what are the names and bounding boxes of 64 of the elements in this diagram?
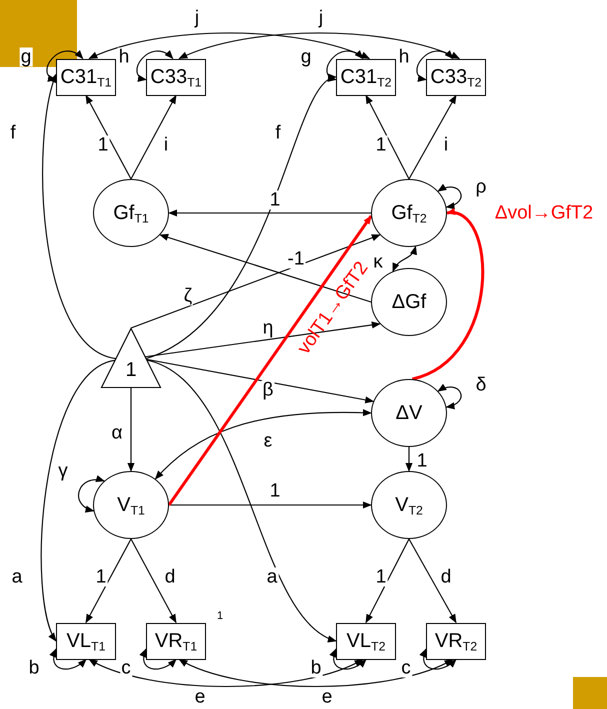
arrow: [40, 360, 116, 642]
double-headed-arrow: [136, 50, 174, 80]
arrow: [146, 360, 337, 642]
latent-ellipse: V$_{T2}$: [371, 471, 447, 539]
arrow: [146, 76, 337, 360]
measure-box: C33$_{T1}$: [146, 58, 206, 96]
edge-label: 1: [268, 190, 282, 210]
double-headed-arrow: [330, 648, 367, 670]
measure-box: C31$_{T2}$: [336, 58, 396, 96]
latent-ellipse: V$_{T1}$: [93, 471, 169, 539]
double-headed-arrow: [178, 659, 454, 687]
measure-box: C33$_{T2}$: [426, 58, 486, 96]
double-headed-arrow: [420, 648, 457, 670]
double-headed-arrow: [46, 50, 84, 80]
arrow: [127, 388, 135, 472]
latent-ellipse: ΔV: [371, 379, 447, 447]
arrow: [408, 538, 456, 624]
arrow: [412, 210, 484, 381]
arrow: [169, 501, 372, 509]
measure-box: VL$_{T1}$: [56, 622, 116, 660]
measure-box: C31$_{T1}$: [56, 58, 116, 96]
arrow: [168, 209, 371, 217]
edge-label: 1: [374, 568, 388, 586]
edge-label: j: [194, 8, 200, 28]
double-headed-arrow: [178, 32, 460, 59]
arrow: [168, 215, 372, 506]
arrow: [405, 447, 413, 472]
arrow: [42, 74, 116, 360]
double-headed-arrow: [140, 648, 177, 670]
arrow: [145, 321, 381, 358]
latent-ellipse: ΔGf: [371, 268, 447, 336]
double-headed-arrow: [88, 659, 364, 687]
double-headed-arrow: [50, 648, 87, 670]
double-headed-arrow: [392, 246, 416, 272]
arrow: [146, 358, 374, 404]
note-number: 1: [217, 611, 224, 622]
latent-ellipse: Gf$_{T1}$: [93, 179, 169, 247]
arrow: [130, 234, 381, 329]
edge-label: ζ: [182, 286, 194, 306]
measure-box: VL$_{T2}$: [336, 622, 396, 660]
double-headed-arrow: [78, 476, 106, 512]
edge-label: b: [310, 658, 322, 678]
arrow: [130, 538, 176, 624]
edge-label: j: [318, 8, 324, 28]
latent-ellipse: Gf$_{T2}$: [371, 179, 447, 247]
arrow: [86, 538, 132, 624]
arrow: [366, 94, 410, 180]
arrow: [130, 94, 176, 180]
arrow: [408, 94, 456, 180]
measure-box: VR$_{T1}$: [146, 622, 206, 660]
double-headed-arrow: [88, 32, 370, 59]
constant-triangle: 1: [101, 328, 161, 388]
arrow: [86, 94, 132, 180]
edge-label: 1: [94, 568, 108, 586]
arrow: [366, 538, 410, 624]
edge-label: β: [262, 380, 274, 400]
arrow: [159, 234, 372, 303]
double-headed-arrow: [416, 50, 454, 80]
double-headed-arrow: [154, 409, 372, 480]
double-headed-arrow: [437, 384, 462, 409]
edge-label: g: [20, 48, 32, 66]
measure-box: VR$_{T2}$: [426, 622, 486, 660]
double-headed-arrow: [437, 184, 462, 209]
double-headed-arrow: [326, 50, 364, 80]
